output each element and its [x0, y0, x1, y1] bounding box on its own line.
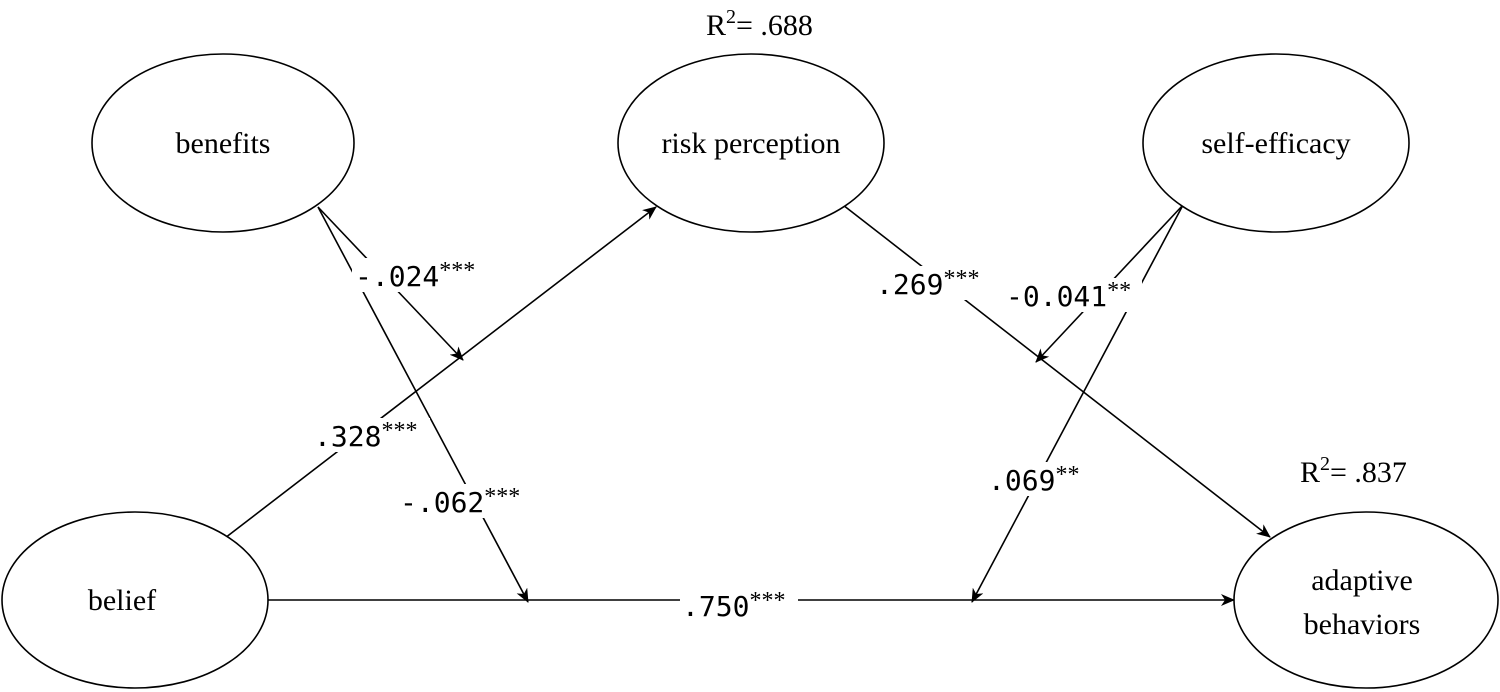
- coef-benefits-moderation-adaptive: -.062***: [400, 484, 520, 519]
- r2-adaptive-behaviors: R2= .837: [1300, 453, 1407, 489]
- node-self-efficacy-label: self-efficacy: [1201, 127, 1350, 160]
- node-belief-label: belief: [88, 584, 156, 617]
- node-self-efficacy: self-efficacy: [1142, 53, 1410, 233]
- path-risk-perception-to-adaptive: [842, 204, 1271, 538]
- node-adaptive-behaviors-label-line2: behaviors: [1304, 608, 1421, 641]
- coef-belief-to-risk: .328***: [314, 418, 417, 453]
- coef-benefits-moderation-risk: -.024***: [355, 258, 475, 293]
- coef-risk-to-adaptive: .269***: [876, 266, 979, 301]
- node-adaptive-behaviors-label-line1: adaptive: [1311, 564, 1413, 597]
- node-benefits-label: benefits: [176, 127, 271, 160]
- node-adaptive-behaviors: adaptive behaviors: [1233, 511, 1499, 689]
- node-benefits: benefits: [91, 53, 355, 233]
- node-belief: belief: [1, 511, 269, 689]
- node-risk-perception: risk perception: [617, 53, 885, 233]
- path-belief-to-risk-perception: [224, 206, 657, 539]
- coef-belief-to-adaptive: .750***: [682, 588, 785, 623]
- coef-self-efficacy-moderation-adaptive: .069**: [988, 462, 1079, 497]
- path-self-efficacy-moderation-adaptive: [971, 204, 1184, 603]
- node-risk-perception-label: risk perception: [661, 127, 840, 160]
- coef-self-efficacy-moderation-risk: -0.041**: [1006, 278, 1131, 313]
- r2-risk-perception: R2= .688: [706, 6, 813, 42]
